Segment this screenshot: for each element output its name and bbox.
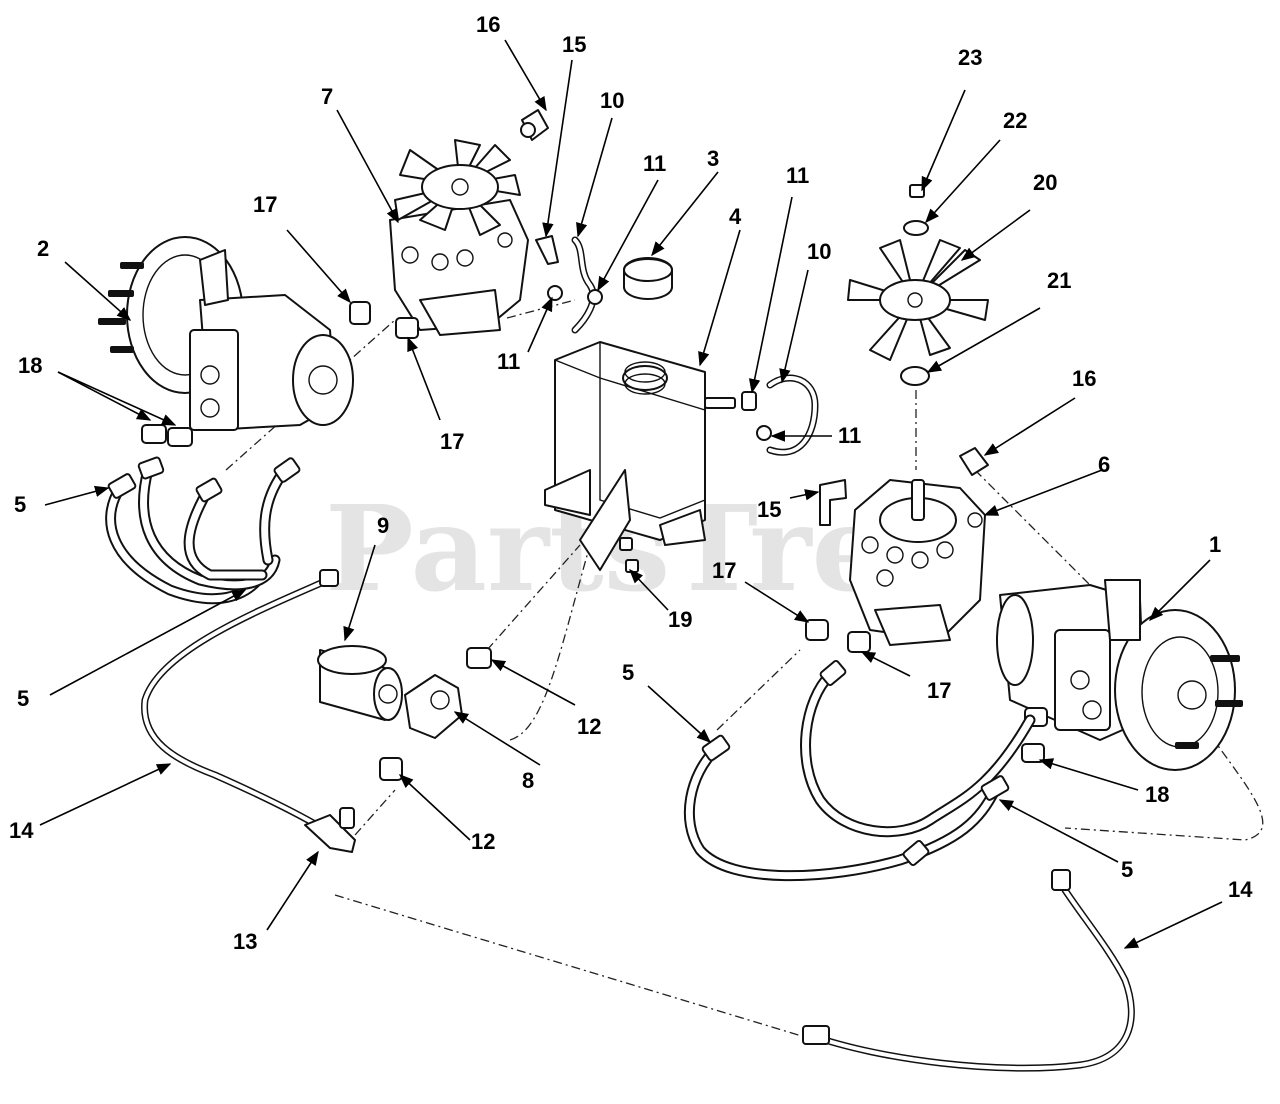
- wheel-motor-left: [98, 236, 354, 431]
- callout-16a: 16: [476, 12, 500, 37]
- callout-8: 8: [522, 768, 534, 793]
- callout-6: 6: [1098, 452, 1110, 477]
- callout-18b: 18: [1145, 782, 1169, 807]
- pump-right: [849, 447, 989, 646]
- callout-12a: 12: [577, 714, 601, 739]
- callout-17a: 17: [253, 192, 277, 217]
- callout-5a: 5: [14, 492, 26, 517]
- callout-23: 23: [958, 45, 982, 70]
- callout-5c: 5: [622, 660, 634, 685]
- callout-17d: 17: [927, 678, 951, 703]
- callouts: 1 2 3 4 5 5 5 5 6 7 8 9 10 10 11 11 11 1…: [9, 12, 1253, 954]
- callout-11a: 11: [643, 151, 666, 176]
- callout-17c: 17: [712, 558, 736, 583]
- fittings-top-center: [535, 235, 603, 334]
- leader-lines: [39, 39, 1223, 949]
- filter-adapter: [404, 674, 463, 739]
- callout-11b: 11: [497, 349, 520, 374]
- callout-10b: 10: [807, 239, 831, 264]
- fittings-right: [805, 619, 1048, 763]
- fan-left: [394, 139, 521, 236]
- tee-fitting: [304, 807, 356, 853]
- callout-10a: 10: [600, 88, 624, 113]
- pump-left: [389, 139, 529, 336]
- fittings-17-left: [349, 301, 419, 339]
- elbow-fitting-16-left: [520, 109, 549, 141]
- tube-14-right: [802, 869, 1135, 1072]
- wheel-motor-right: [996, 579, 1243, 771]
- callout-11d: 11: [838, 423, 861, 448]
- reservoir-tank: [544, 341, 736, 573]
- reservoir-cap: [623, 257, 673, 300]
- callout-3: 3: [707, 146, 719, 171]
- callout-7: 7: [321, 84, 333, 109]
- hoses-right: [683, 660, 1036, 882]
- callout-1: 1: [1209, 532, 1221, 557]
- callout-5b: 5: [17, 686, 29, 711]
- oil-filter: [317, 645, 403, 721]
- fan-right: [847, 239, 989, 361]
- callout-19: 19: [668, 607, 692, 632]
- callout-5d: 5: [1121, 857, 1133, 882]
- callout-22: 22: [1003, 108, 1027, 133]
- hoses-left: [105, 424, 301, 605]
- callout-4: 4: [729, 204, 742, 229]
- callout-13: 13: [233, 929, 257, 954]
- callout-12b: 12: [471, 829, 495, 854]
- callout-2: 2: [37, 236, 49, 261]
- callout-20: 20: [1033, 170, 1057, 195]
- callout-15a: 15: [562, 32, 586, 57]
- callout-16b: 16: [1072, 366, 1096, 391]
- callout-21: 21: [1047, 268, 1071, 293]
- callout-11c: 11: [786, 163, 809, 188]
- fan-right-stack: [847, 184, 989, 386]
- callout-17b: 17: [440, 429, 464, 454]
- callout-14a: 14: [9, 818, 34, 843]
- callout-15b: 15: [757, 497, 781, 522]
- fittings-12: [379, 647, 492, 781]
- callout-14b: 14: [1228, 877, 1253, 902]
- tube-14-left: [141, 569, 339, 832]
- callout-9: 9: [377, 513, 389, 538]
- callout-18a: 18: [18, 353, 42, 378]
